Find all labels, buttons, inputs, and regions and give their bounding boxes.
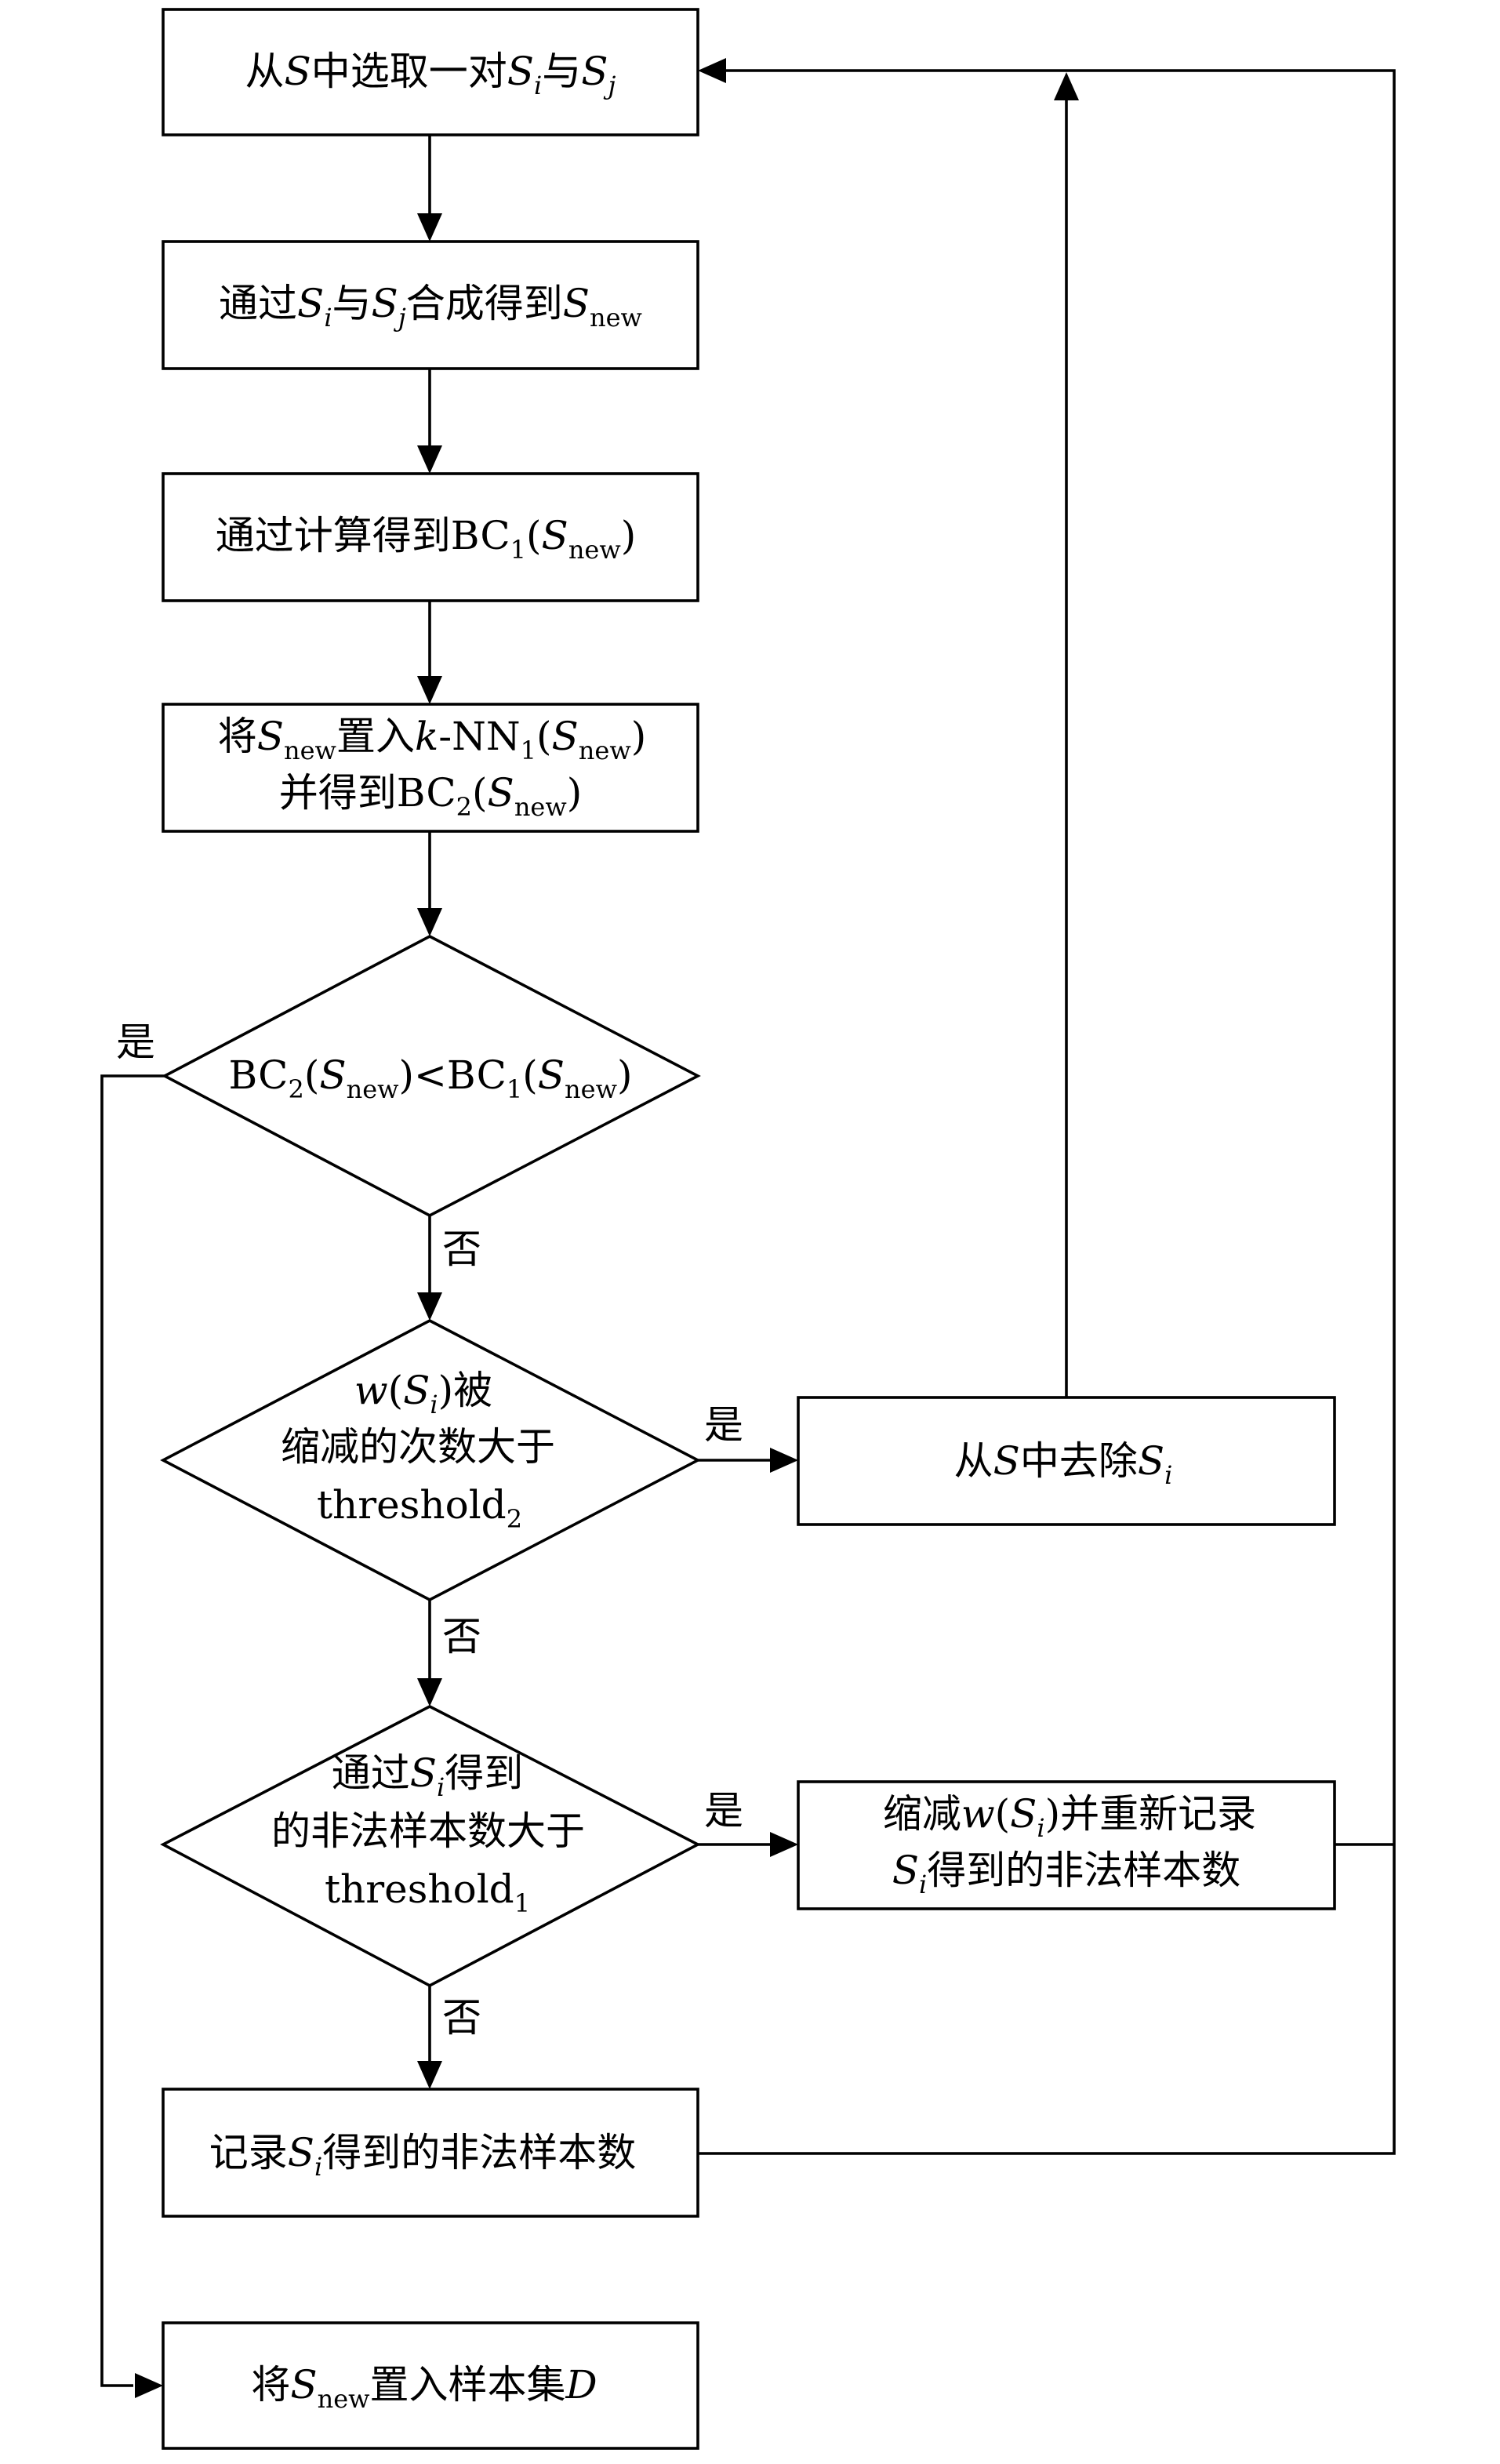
arrowhead-illegal [417,1678,442,1706]
arrowhead-reduce [770,1832,798,1857]
label-record-count: 记录Si得到的非法样本数 [209,2130,637,2182]
label-add-to-d: 将Snew置入样本集D [251,2362,597,2414]
box-add-to-d [162,2321,699,2450]
edge-label-illegal-yes: 是 [704,1788,743,1833]
label-compare-bc: BC2(Snew)<BC1(Snew) [229,1052,633,1104]
arrowhead-up-to-select [1054,72,1079,100]
label-illegal-check-line1: 通过Si得到 [332,1750,524,1802]
box-compute-bc1 [162,472,699,602]
label-select-pair: 从S中选取一对Si与Sj [245,49,616,100]
arrowhead-remove [770,1448,798,1473]
label-weight-check-line1: w(Si)被 [354,1368,492,1419]
edge-label-weight-no: 否 [442,1614,481,1659]
label-insert-knn-line1: 将Snew置入k-NN1(Snew) [218,714,647,765]
edge-label-compare-no: 否 [442,1227,481,1272]
label-illegal-check-line3: threshold1 [325,1866,530,1918]
arrowhead-add-to-d [135,2373,163,2398]
arrowhead-weight [417,1292,442,1321]
box-synthesize [162,240,699,370]
label-illegal-check-line2: 的非法样本数大于 [271,1808,585,1854]
connector-compare-yes-to-add [100,1074,165,2387]
arrowhead-bc1 [417,445,442,474]
label-remove-si: 从S中去除Si [954,1438,1173,1490]
label-weight-check-line2: 缩减的次数大于 [281,1424,555,1470]
box-reduce-weight [797,1780,1336,1910]
label-insert-knn-line2: 并得到BC2(Snew) [279,770,583,822]
label-reduce-weight-line2: Si得到的非法样本数 [892,1848,1241,1899]
connector-loop-back-to-select [698,69,1396,2155]
label-compute-bc1: 通过计算得到BC1(Snew) [216,513,637,565]
label-reduce-weight-line1: 缩减w(Si)并重新记录 [883,1791,1256,1843]
box-insert-knn [162,703,699,833]
diamond-weight-check [160,1318,701,1602]
edge-label-compare-yes: 是 [116,1019,155,1065]
arrowhead-synthesize [417,213,442,242]
label-weight-check-line3: threshold2 [317,1482,522,1534]
edge-label-illegal-no: 否 [442,1995,481,2041]
arrowhead-loop-to-select [698,58,726,83]
label-synthesize: 通过Si与Sj合成得到Snew [219,281,642,333]
box-remove-si [797,1396,1336,1526]
diamond-illegal-check [160,1704,701,1988]
edge-label-weight-yes: 是 [704,1402,743,1448]
box-select-pair [162,8,699,136]
arrowhead-compare [417,908,442,936]
box-record-count [162,2088,699,2218]
arrowhead-knn [417,676,442,704]
diamond-compare-bc [162,934,701,1218]
arrowhead-record [417,2061,442,2089]
